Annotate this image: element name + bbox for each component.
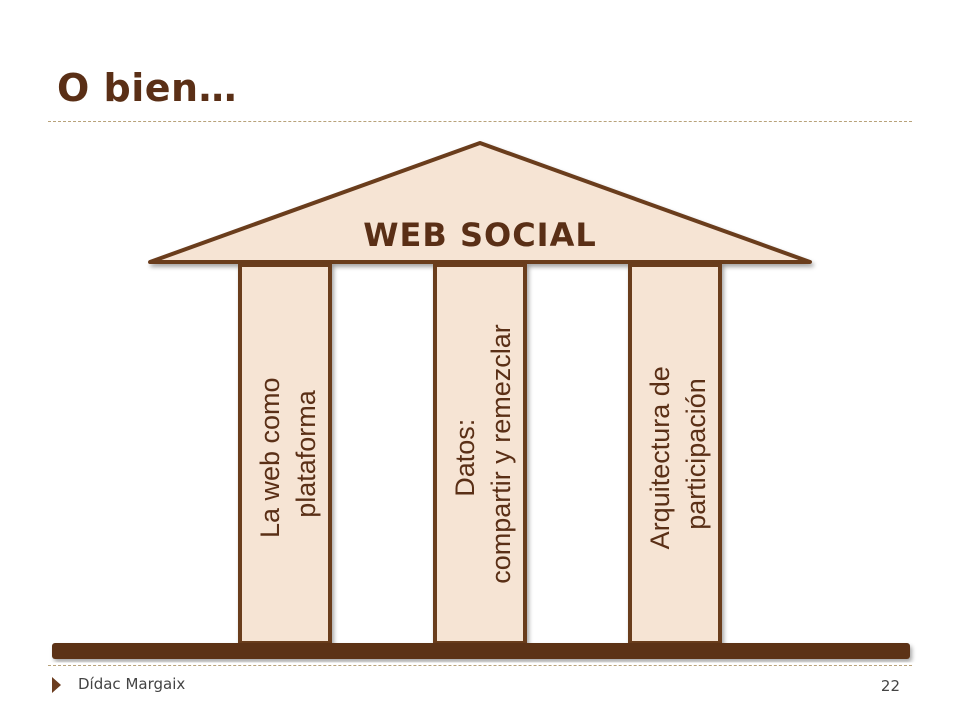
column-1-label-line-1: La web como xyxy=(255,377,285,538)
column-1-shaft xyxy=(238,263,332,645)
page-number: 22 xyxy=(880,677,900,695)
column-3-label-line-1: Arquitectura de xyxy=(645,366,675,549)
footer-author: Dídac Margaix xyxy=(78,675,186,693)
temple-diagram: WEB SOCIAL La web como plataforma Datos:… xyxy=(52,141,910,659)
roof xyxy=(148,141,812,264)
slide-title: O bien… xyxy=(57,66,238,110)
column-3: Arquitectura de participación xyxy=(628,263,722,645)
temple-base xyxy=(52,643,910,659)
roof-label: WEB SOCIAL xyxy=(363,216,596,254)
column-2-label-line-1: Datos: xyxy=(450,419,480,497)
footer-divider xyxy=(48,665,912,666)
column-1-label: La web como plataforma xyxy=(255,370,321,538)
column-2-label-line-2: compartir y remezclar xyxy=(486,324,516,584)
title-divider xyxy=(48,121,912,122)
column-2-shaft xyxy=(433,263,527,645)
column-1: La web como plataforma xyxy=(238,263,332,645)
column-1-label-line-2: plataforma xyxy=(291,389,321,518)
column-3-label-line-2: participación xyxy=(681,378,711,530)
column-2-label: Datos: compartir y remezclar xyxy=(450,324,516,584)
column-2: Datos: compartir y remezclar xyxy=(433,263,527,645)
triangle-bullet-icon xyxy=(52,677,61,693)
column-3-label: Arquitectura de participación xyxy=(645,359,711,550)
